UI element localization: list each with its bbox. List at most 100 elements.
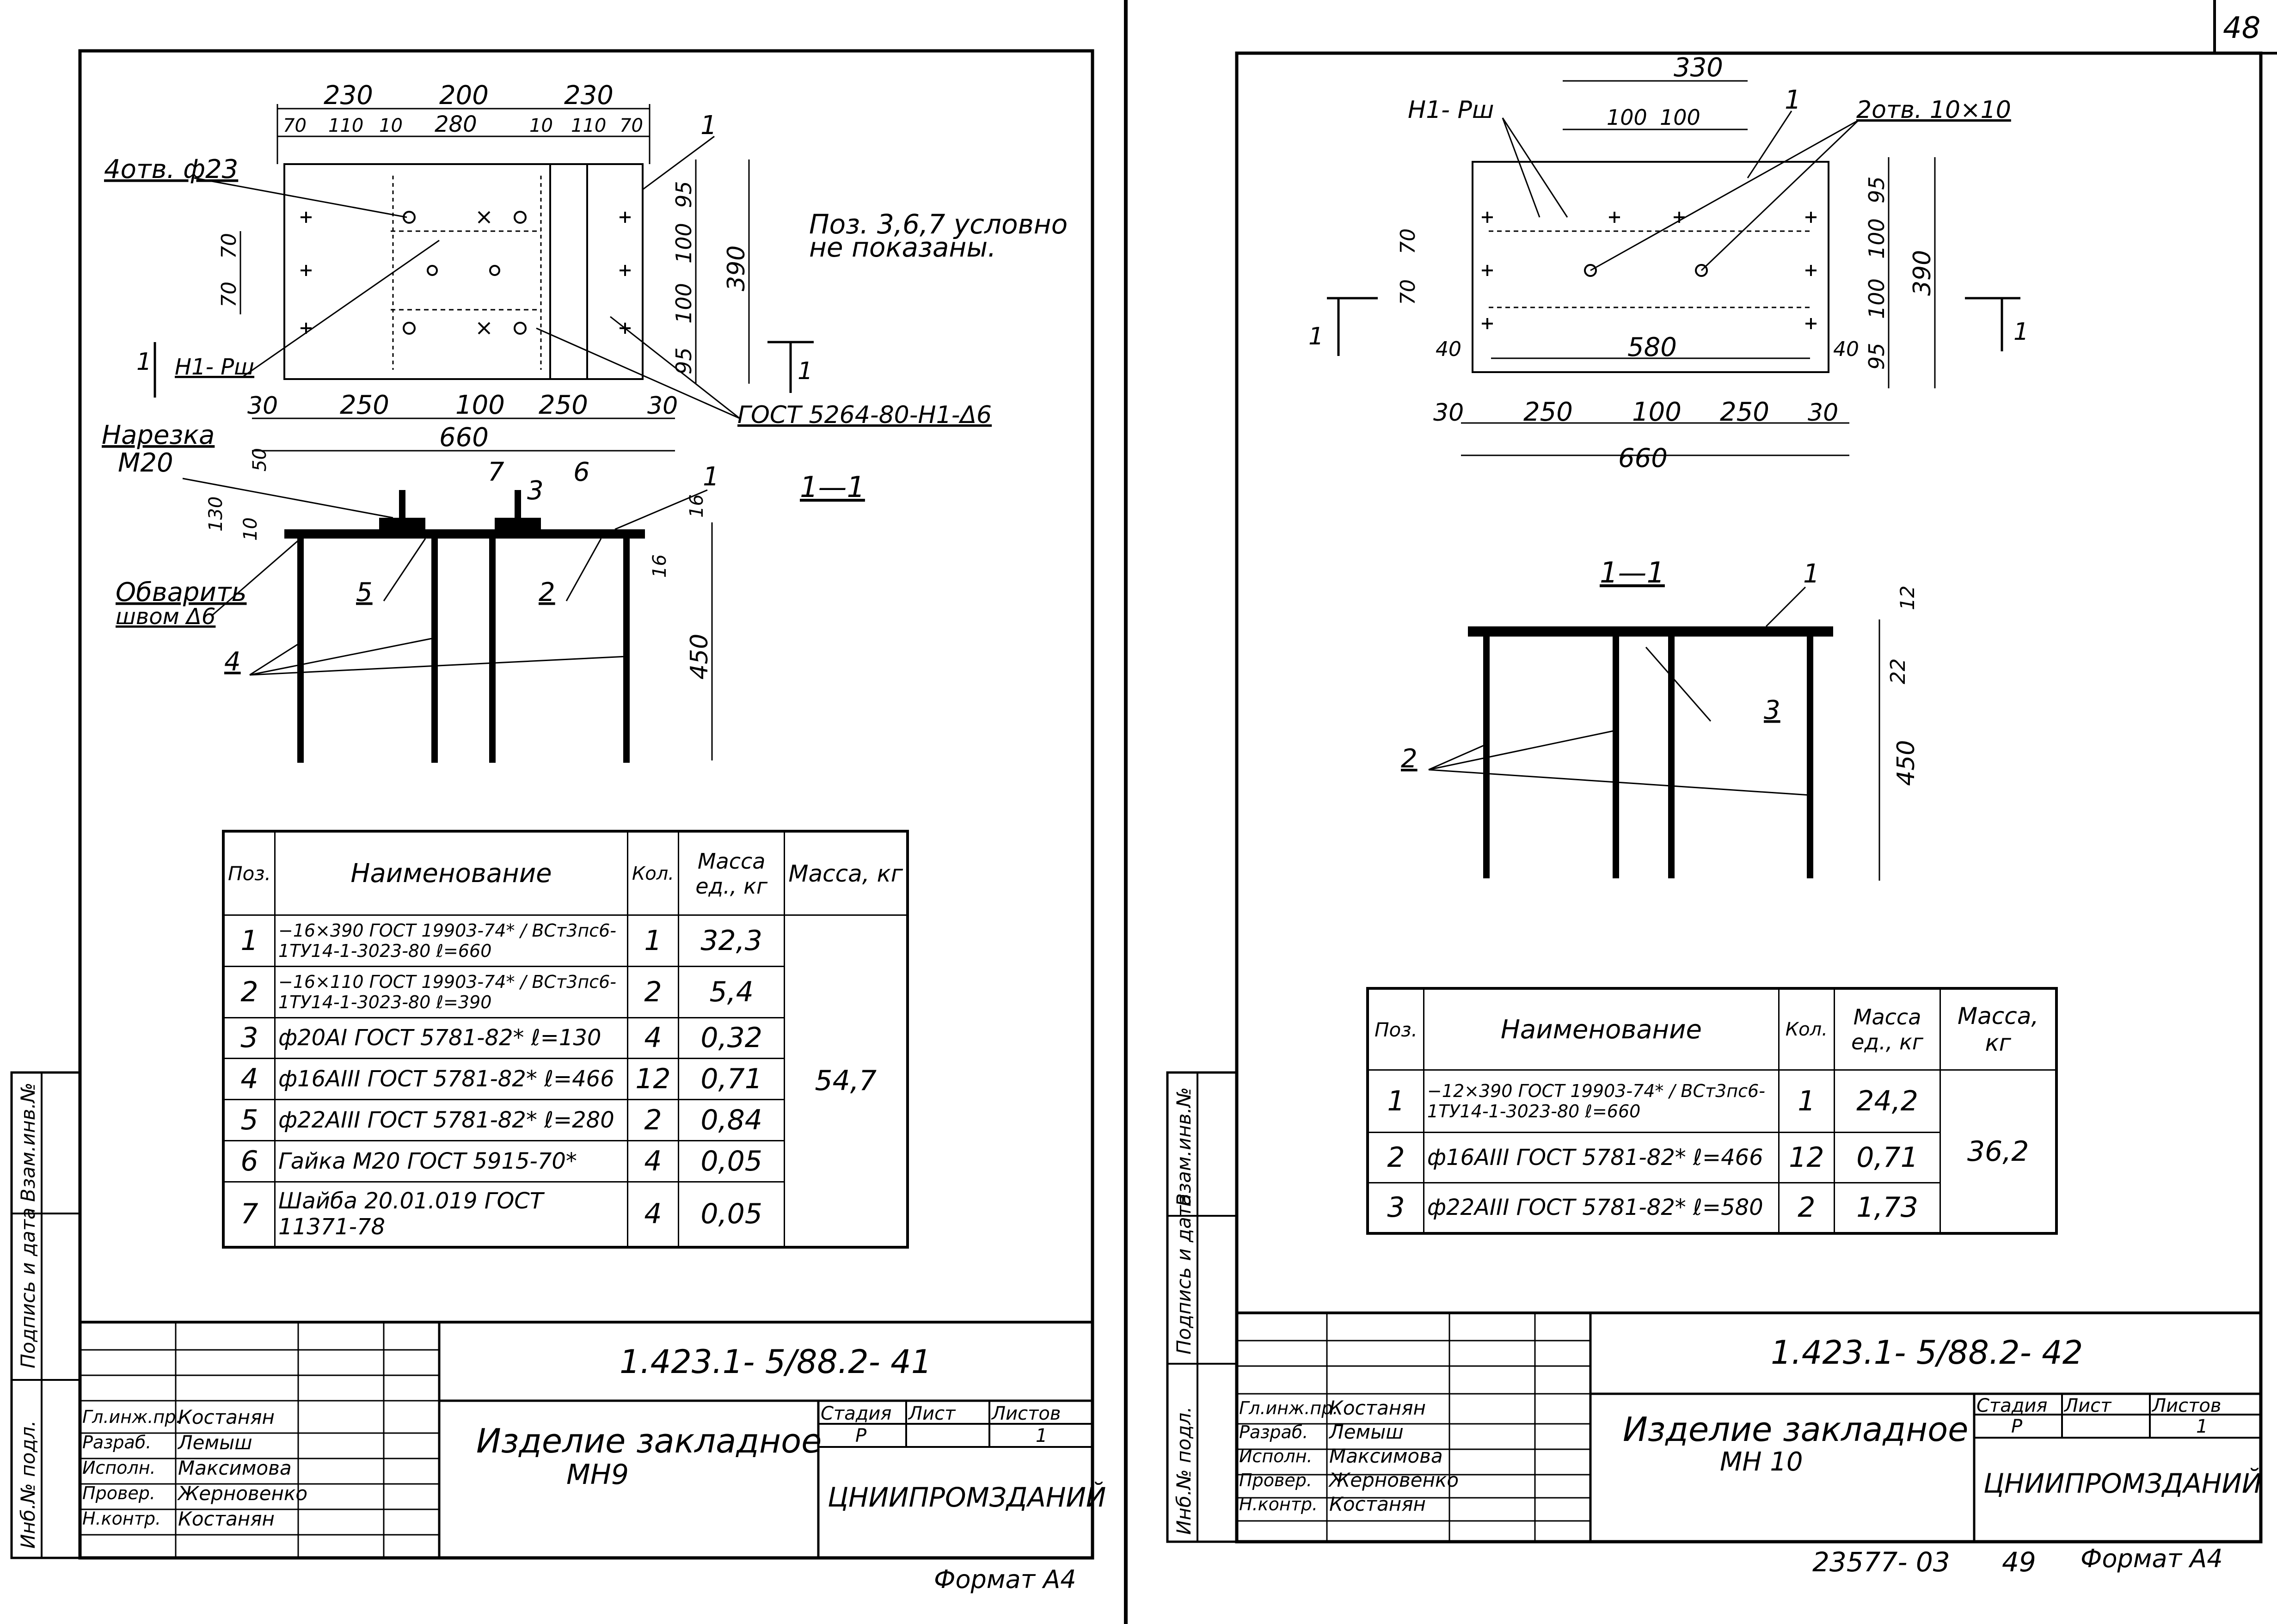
svg-text:3: 3 <box>527 476 544 506</box>
svg-text:280: 280 <box>435 111 477 137</box>
svg-text:10: 10 <box>240 517 261 541</box>
svg-text:250: 250 <box>340 390 389 420</box>
left-org: ЦНИИПРОМЗДАНИЙ <box>828 1482 1106 1513</box>
right-spec-h-mass: Масса, кг <box>1939 988 2056 1071</box>
left-names: Костанян Лемыш Максимова Жерновенко Кост… <box>178 1406 308 1530</box>
table-row: 1−12×390 ГОСТ 19903-74* / ВСт3пс6-1ТУ14-… <box>1368 1069 2056 1233</box>
right-side-label-sign: Подпись и дата <box>1172 1194 1195 1354</box>
right-spec-h-qty: Кол. <box>1778 988 1835 1071</box>
left-note-line1: Поз. 3,6,7 условно <box>809 208 1068 240</box>
left-format: Формат А4 <box>934 1565 1076 1594</box>
svg-text:95: 95 <box>1864 176 1889 203</box>
svg-text:390: 390 <box>723 245 750 291</box>
svg-text:70: 70 <box>217 282 241 307</box>
svg-text:100: 100 <box>1660 105 1700 130</box>
svg-text:22: 22 <box>1886 658 1910 684</box>
svg-text:70: 70 <box>283 115 307 136</box>
bottom-page: 49 <box>2002 1546 2036 1578</box>
svg-text:100: 100 <box>1864 218 1889 259</box>
bottom-code: 23577- 03 <box>1812 1546 1950 1578</box>
right-names: Костанян Лемыш Максимова Жерновенко Кост… <box>1329 1397 1459 1515</box>
svg-text:250: 250 <box>1720 397 1769 427</box>
svg-text:450: 450 <box>1892 740 1920 786</box>
left-thread-size: М20 <box>118 448 173 478</box>
right-title: Изделие закладное <box>1623 1410 1969 1449</box>
left-plan-plate-2 <box>586 163 644 380</box>
svg-text:10: 10 <box>379 115 403 136</box>
right-section-label: 1—1 <box>1600 556 1665 589</box>
left-title: Изделие закладное <box>476 1422 822 1460</box>
svg-text:1: 1 <box>1308 323 1324 350</box>
right-section-plate <box>1468 626 1833 637</box>
svg-text:95: 95 <box>671 347 696 374</box>
left-spec-h-pos: Поз. <box>223 831 276 916</box>
svg-text:1: 1 <box>2013 318 2029 346</box>
svg-text:50: 50 <box>249 448 270 472</box>
svg-text:100: 100 <box>671 283 696 324</box>
left-side-strip <box>10 1071 81 1559</box>
left-side-label-inv: Инб.№ подл. <box>17 1420 39 1549</box>
svg-text:30: 30 <box>1808 399 1838 427</box>
right-side-label-inv: Инб.№ подл. <box>1172 1406 1195 1535</box>
left-callout-holes: 4отв. ф23 <box>104 154 238 184</box>
right-section-legs <box>1483 637 1813 878</box>
svg-text:70: 70 <box>620 115 643 136</box>
left-gost-weld: ГОСТ 5264-80-Н1-Δ6 <box>737 401 992 429</box>
left-spec-table: Поз. Наименование Кол. Масса ед., кг Мас… <box>222 830 909 1249</box>
left-spec-total: 54,7 <box>784 914 908 1247</box>
svg-text:100: 100 <box>1632 397 1682 427</box>
left-roles: Гл.инж.пр. Разраб. Исполн. Провер. Н.кон… <box>82 1407 182 1529</box>
left-weld-ref: Н1- Рш <box>175 354 254 380</box>
right-org: ЦНИИПРОМЗДАНИЙ <box>1983 1468 2262 1499</box>
right-plan-plate <box>1472 161 1829 373</box>
svg-text:580: 580 <box>1627 332 1677 362</box>
svg-text:2: 2 <box>539 577 555 607</box>
table-row: 2−16×110 ГОСТ 19903-74* / ВСт3пс6-1ТУ14-… <box>223 965 907 1018</box>
svg-text:30: 30 <box>247 392 278 420</box>
svg-text:100: 100 <box>455 390 505 420</box>
svg-text:250: 250 <box>539 390 588 420</box>
left-section-legs <box>297 539 630 763</box>
left-section-label: 1—1 <box>800 470 865 504</box>
svg-text:100: 100 <box>1607 105 1647 130</box>
left-plan-plate-1 <box>283 163 551 380</box>
left-cut-mark-l: 1 <box>136 348 152 376</box>
right-side-strip <box>1166 1071 1238 1543</box>
svg-text:100: 100 <box>1864 278 1889 319</box>
left-dim-top-1: 200 <box>439 80 489 110</box>
svg-text:660: 660 <box>1618 443 1668 473</box>
right-roles: Гл.инж.пр. Разраб. Исполн. Провер. Н.кон… <box>1239 1398 1338 1514</box>
svg-text:330: 330 <box>1674 53 1723 83</box>
left-dim-top-2: 230 <box>564 80 614 110</box>
right-spec-h-name: Наименование <box>1423 988 1780 1071</box>
left-frame <box>78 49 1094 1560</box>
svg-text:10: 10 <box>529 115 553 136</box>
left-thread-label: Нарезка <box>102 420 215 450</box>
left-section-plate <box>284 529 645 539</box>
left-dim-top-0: 230 <box>324 80 373 110</box>
left-subtitle: МН9 <box>566 1459 629 1491</box>
left-weld-note: Обварить <box>116 577 247 607</box>
page-number: 48 <box>2223 11 2260 45</box>
svg-text:7: 7 <box>488 457 504 487</box>
right-spec-total: 36,2 <box>1939 1069 2056 1233</box>
right-spec-h-unit: Масса ед., кг <box>1833 988 1941 1071</box>
left-sheet: Инб.№ подл. Подпись и дата Взам.инв.№ 23… <box>10 49 1094 1560</box>
svg-text:3: 3 <box>1764 695 1780 725</box>
left-spec-h-mass: Масса, кг <box>784 831 908 916</box>
right-spec-h-pos: Поз. <box>1368 988 1424 1071</box>
left-spec-h-unit: Масса ед., кг <box>677 831 786 916</box>
left-spec-h-name: Наименование <box>274 831 628 916</box>
svg-text:2: 2 <box>1401 744 1418 774</box>
svg-text:4: 4 <box>224 647 241 677</box>
svg-text:6: 6 <box>573 457 590 487</box>
svg-text:110: 110 <box>571 115 606 136</box>
